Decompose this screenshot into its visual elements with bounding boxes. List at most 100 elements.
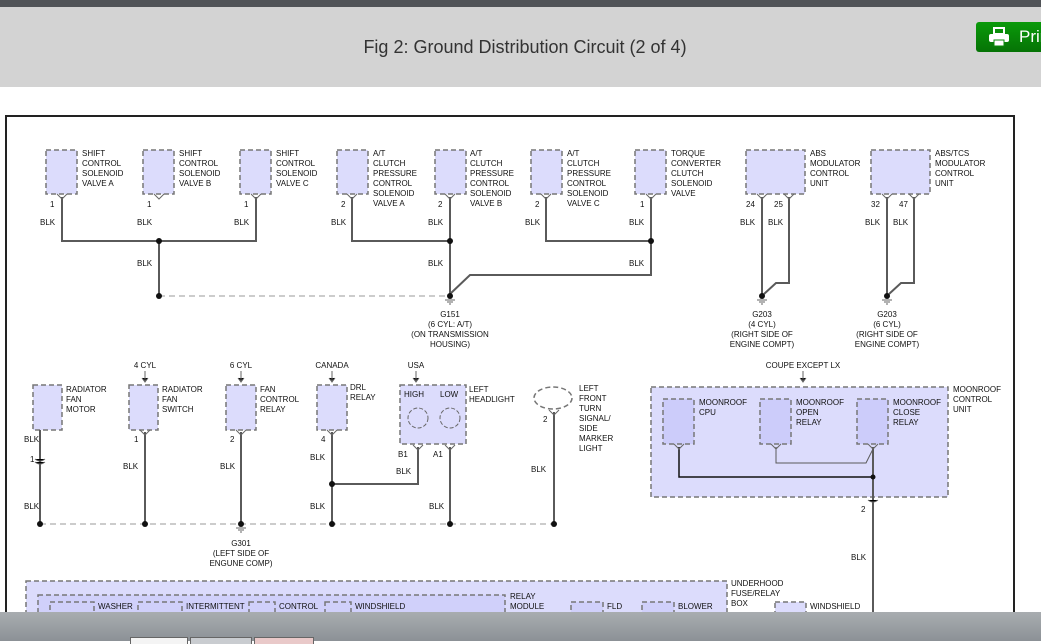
label-line: ENGINE COMPT) xyxy=(855,340,920,349)
junction-dot xyxy=(551,521,557,527)
wire xyxy=(775,447,874,464)
label-line: SHIFT xyxy=(276,149,299,158)
label-line: CONVERTER xyxy=(671,159,721,168)
moonroof-close-box xyxy=(856,398,889,445)
label-line: A/T xyxy=(470,149,483,158)
tcc-valve-box xyxy=(634,149,667,195)
shift-valve-a-box xyxy=(45,149,78,195)
label-line: PRESSURE xyxy=(567,169,611,178)
label-line: FRONT xyxy=(579,394,607,403)
pin-label: 2 xyxy=(535,200,540,209)
label-line: SOLENOID xyxy=(373,189,415,198)
label-line: SHIFT xyxy=(82,149,105,158)
ground-symbol-icon xyxy=(445,299,455,305)
label-line: RADIATOR xyxy=(66,385,107,394)
label-line: HOUSING) xyxy=(430,340,470,349)
printer-icon xyxy=(989,27,1009,47)
label-line: RELAY xyxy=(350,393,376,402)
label-line: SOLENOID xyxy=(671,179,713,188)
wire-color-label: BLK xyxy=(629,259,645,268)
label-line: SOLENOID xyxy=(276,169,318,178)
connector-icon xyxy=(34,458,46,465)
wire xyxy=(39,412,555,524)
label-line: HEADLIGHT xyxy=(469,395,515,404)
label-line: SHIFT xyxy=(179,149,202,158)
label-line: VALVE C xyxy=(276,179,309,188)
label-line: SWITCH xyxy=(162,405,194,414)
diagram-frame xyxy=(5,115,1015,637)
junction-dot xyxy=(156,238,162,244)
control-label: CONTROL xyxy=(279,602,319,611)
pin-label: 25 xyxy=(774,200,783,209)
pin-label: 1 xyxy=(50,200,55,209)
label-line: G301 xyxy=(231,539,251,548)
label-line: CONTROL xyxy=(373,179,413,188)
label-line: CONTROL xyxy=(935,169,975,178)
label-line: UNDERHOOD xyxy=(731,579,784,588)
turn-signal-shape xyxy=(533,386,573,410)
label-line: FAN xyxy=(260,385,276,394)
label-line: DRL xyxy=(350,383,367,392)
pin-label: 2 xyxy=(438,200,443,209)
wire-color-label: BLK xyxy=(865,218,881,227)
pin-label: 2 xyxy=(543,415,548,424)
wire-color-label: BLK xyxy=(429,502,445,511)
at-valve-a-box xyxy=(336,149,369,195)
pin-label: 2 xyxy=(341,200,346,209)
label-line: RELAY xyxy=(893,418,919,427)
ground-symbol-icon xyxy=(757,299,767,305)
pin-label: 1 xyxy=(30,455,35,464)
blower-label: BLOWER xyxy=(678,602,713,611)
junction-dot xyxy=(884,293,890,299)
label-line: CONTROL xyxy=(260,395,300,404)
label-line: CLOSE xyxy=(893,408,920,417)
label-line: (6 CYL) xyxy=(873,320,901,329)
junction-dot xyxy=(447,238,453,244)
arrow-icon xyxy=(412,371,420,383)
label-line: MODULATOR xyxy=(810,159,861,168)
wire xyxy=(678,447,873,478)
abs-unit-box xyxy=(745,149,806,195)
label-line: MODULE xyxy=(510,602,544,611)
label-line: CPU xyxy=(699,408,716,417)
pin-label: 2 xyxy=(230,435,235,444)
print-button[interactable]: Print xyxy=(976,22,1041,52)
label-line: CONTROL xyxy=(82,159,122,168)
wire-color-label: BLK xyxy=(428,259,444,268)
label-line: CLUTCH xyxy=(373,159,406,168)
label-line: MOONROOF xyxy=(893,398,941,407)
pin-label: 32 xyxy=(871,200,880,209)
junction-dot xyxy=(142,521,148,527)
wire xyxy=(351,197,451,296)
wire-color-label: BLK xyxy=(740,218,756,227)
drl-relay-box xyxy=(316,384,348,431)
pin-label: 47 xyxy=(899,200,908,209)
wire-color-label: BLK xyxy=(234,218,250,227)
low-beam-label: LOW xyxy=(440,390,459,399)
label-line: ENGUNE COMP) xyxy=(209,559,272,568)
fan-control-relay-box xyxy=(225,384,257,431)
wire xyxy=(61,197,257,296)
label-line: TORQUE xyxy=(671,149,705,158)
label-line: LEFT xyxy=(469,385,489,394)
label-line: PRESSURE xyxy=(470,169,514,178)
ground-symbol-icon xyxy=(236,527,246,533)
radiator-fan-switch-box xyxy=(128,384,159,431)
label-line: (RIGHT SIDE OF xyxy=(856,330,918,339)
label-line: CONTROL xyxy=(276,159,316,168)
pin-label: 1 xyxy=(244,200,249,209)
wire-color-label: BLK xyxy=(137,259,153,268)
label-line: (ON TRANSMISSION xyxy=(411,330,489,339)
junction-dot xyxy=(447,521,453,527)
condition-label: CANADA xyxy=(315,361,349,370)
